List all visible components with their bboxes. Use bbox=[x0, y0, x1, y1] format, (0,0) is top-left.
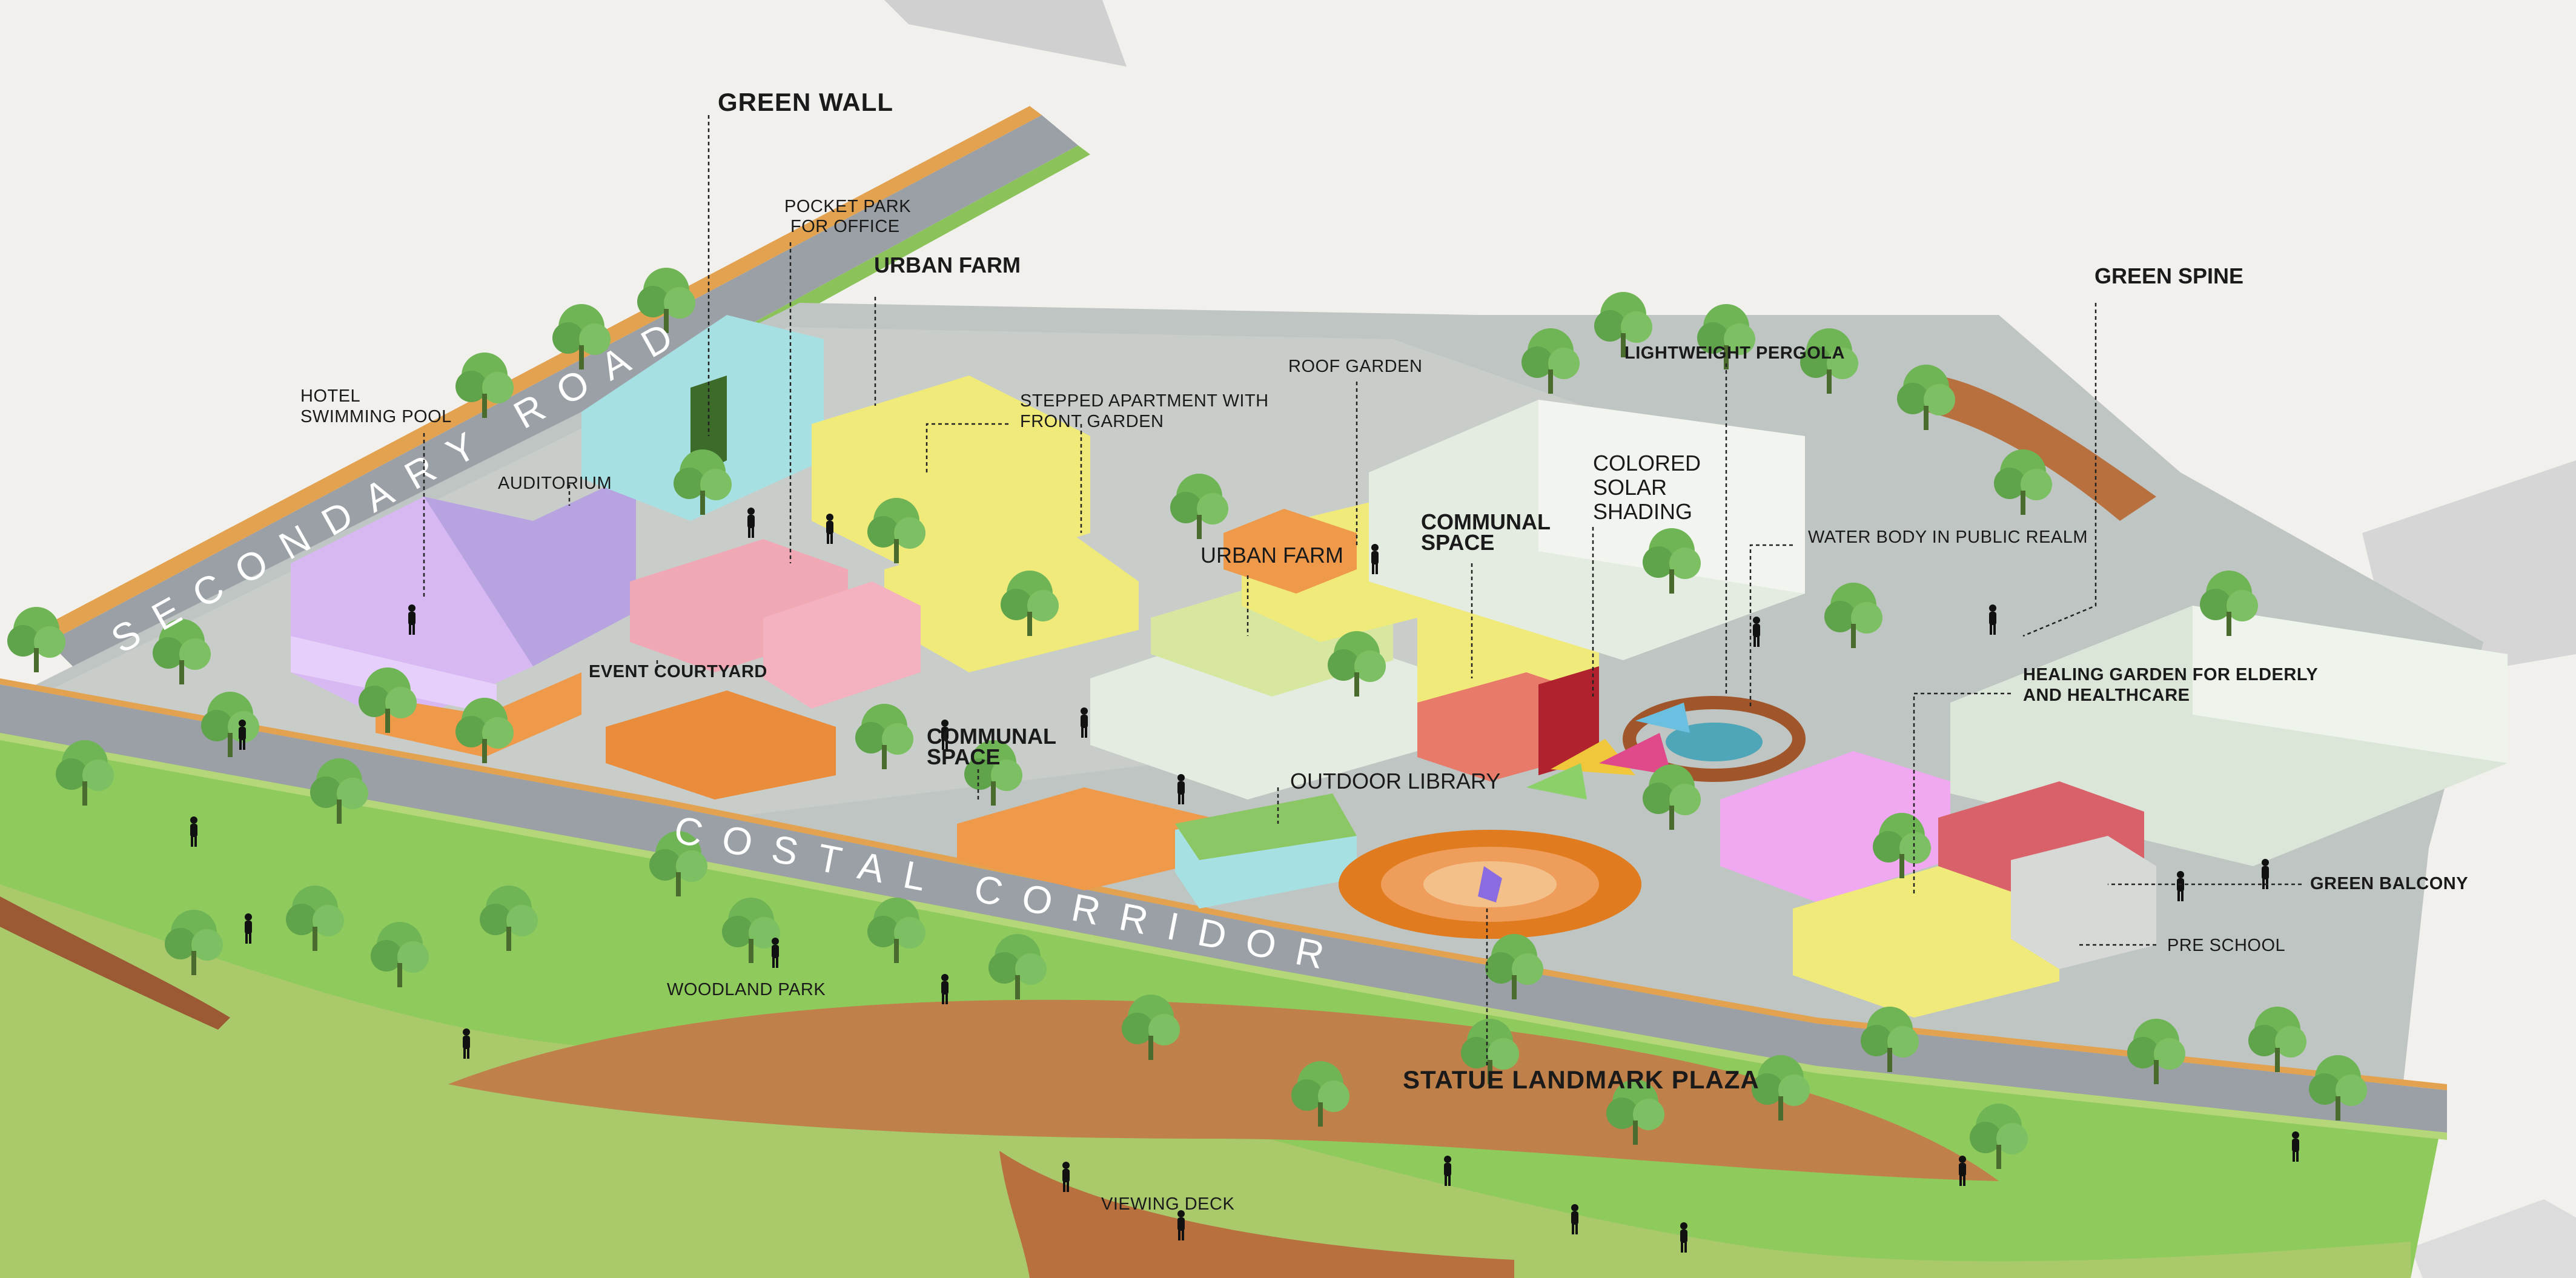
label-event-courtyard: EVENT COURTYARD bbox=[589, 662, 767, 681]
label-urban-farm-top: URBAN FARM bbox=[874, 253, 1021, 277]
pergola-icon bbox=[1623, 696, 1806, 782]
label-pocket-park-1: POCKET PARK bbox=[784, 197, 911, 216]
label-outdoor-library: OUTDOOR LIBRARY bbox=[1290, 769, 1500, 793]
statue-landmark-plaza bbox=[1339, 830, 1641, 939]
annotations: GREEN WALL POCKET PARK FOR OFFICE URBAN … bbox=[300, 88, 2468, 1214]
label-colored-solar-3: SHADING bbox=[1593, 499, 1692, 524]
colored-solar-shading bbox=[1526, 703, 1690, 800]
solar-sail-icon bbox=[1551, 739, 1635, 775]
label-green-balcony: GREEN BALCONY bbox=[2310, 874, 2468, 893]
label-lightweight-pergola: LIGHTWEIGHT PERGOLA bbox=[1624, 343, 1845, 363]
leader-lines bbox=[423, 115, 2302, 1066]
label-water-body: WATER BODY IN PUBLIC REALM bbox=[1808, 528, 2088, 547]
label-healing-garden-2: AND HEALTHCARE bbox=[2023, 686, 2190, 705]
label-auditorium: AUDITORIUM bbox=[498, 474, 612, 493]
label-colored-solar-2: SOLAR bbox=[1593, 475, 1667, 500]
label-stepped-apartment-2: FRONT GARDEN bbox=[1020, 412, 1164, 431]
label-statue-landmark-plaza: STATUE LANDMARK PLAZA bbox=[1403, 1065, 1760, 1094]
label-communal-space-top-1: COMMUNAL bbox=[1421, 509, 1551, 534]
label-roof-garden: ROOF GARDEN bbox=[1288, 357, 1422, 376]
label-pocket-park-2: FOR OFFICE bbox=[790, 217, 900, 236]
coastal-corridor-road bbox=[0, 678, 2447, 1140]
label-hotel-pool-2: SWIMMING POOL bbox=[300, 407, 452, 426]
label-hotel-pool-1: HOTEL bbox=[300, 386, 360, 406]
label-communal-space-top-2: SPACE bbox=[1421, 530, 1494, 555]
label-communal-space-mid-2: SPACE bbox=[927, 744, 1000, 769]
lightweight-pergola bbox=[1623, 696, 1806, 782]
label-stepped-apartment-1: STEPPED APARTMENT WITH bbox=[1020, 391, 1269, 411]
label-green-spine: GREEN SPINE bbox=[2094, 263, 2243, 288]
label-viewing-deck: VIEWING DECK bbox=[1101, 1194, 1234, 1214]
label-communal-space-mid-1: COMMUNAL bbox=[927, 724, 1056, 749]
label-colored-solar-1: COLORED bbox=[1593, 451, 1701, 475]
label-green-wall: GREEN WALL bbox=[718, 88, 893, 116]
label-woodland-park: WOODLAND PARK bbox=[667, 980, 826, 999]
label-pre-school: PRE SCHOOL bbox=[2167, 936, 2285, 955]
statue-icon bbox=[1478, 866, 1502, 902]
label-urban-farm-mid: URBAN FARM bbox=[1200, 543, 1343, 568]
label-healing-garden-1: HEALING GARDEN FOR ELDERLY bbox=[2023, 665, 2318, 684]
